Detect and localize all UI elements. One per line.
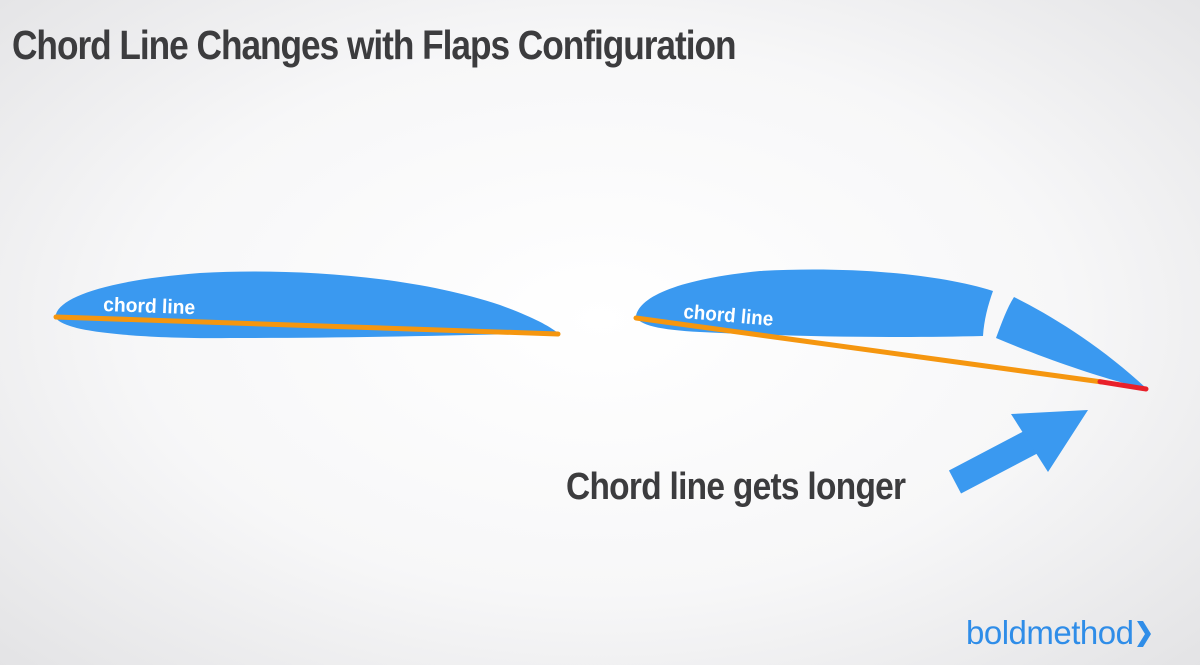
flaps-airfoil: chord line [633,269,1149,392]
flap-section [996,297,1147,389]
callout-arrow [948,410,1088,494]
chevron-right-icon [1137,620,1152,647]
clean-chord-line [53,314,561,337]
callout-arrowhead [1011,410,1088,472]
flaps-chord-line [633,315,1105,385]
main-wing-section [636,269,993,337]
clean-chord-label: chord line [103,294,196,319]
page-title: Chord Line Changes with Flaps Configurat… [12,22,737,68]
chord-longer-callout: Chord line gets longer [566,466,906,508]
brand-name: boldmethod [966,614,1134,651]
clean-airfoil: chord line [53,271,561,339]
chord-extension [1097,379,1149,392]
brand-logo: boldmethod [966,614,1152,651]
